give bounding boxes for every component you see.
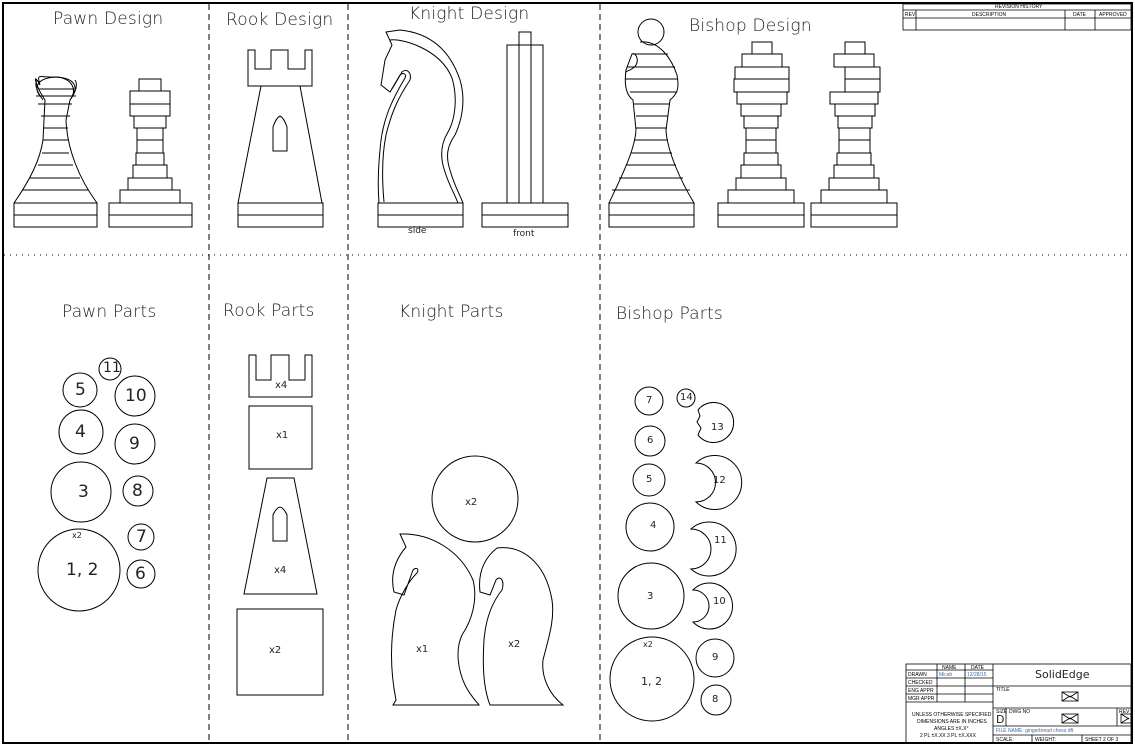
- tb-drawn-date: 12/28/15: [967, 672, 987, 678]
- qty-label: x1: [276, 430, 289, 441]
- tb-company: SolidEdge: [1035, 668, 1090, 681]
- pawn-design-title: Pawn Design: [53, 9, 164, 29]
- part-label: 8: [132, 481, 143, 501]
- rook-parts-title: Rook Parts: [223, 301, 315, 321]
- col-description: DESCRIPTION: [972, 12, 1007, 18]
- title-block: [905, 663, 1132, 744]
- knight-design-title: Knight Design: [409, 4, 530, 24]
- bishop-design-stack-1: [717, 41, 805, 228]
- part-label: 11: [714, 535, 727, 546]
- bishop-parts-title: Bishop Parts: [616, 304, 723, 324]
- part-label: 9: [129, 434, 140, 454]
- tb-dwg-no-label: DWG NO: [1009, 709, 1031, 715]
- qty-label: x1: [416, 644, 429, 655]
- col-rev: REV: [905, 12, 916, 18]
- part-label: 7: [136, 527, 147, 547]
- pawn-parts-title: Pawn Parts: [62, 302, 157, 322]
- tb-sheet: SHEET 2 OF 3: [1085, 737, 1119, 743]
- bishop-parts-circles: [609, 386, 743, 722]
- tb-eng-appr-label: ENG APPR: [908, 688, 934, 694]
- tb-tolerance-line-4: 2 PL ±X.XX 3 PL ±X.XXX: [920, 733, 976, 739]
- qty-label: x2: [269, 645, 282, 656]
- col-approved: APPROVED: [1099, 12, 1127, 18]
- pawn-parts-circles: [37, 357, 156, 612]
- part-label: 1, 2: [66, 560, 99, 580]
- part-label: 14: [680, 392, 693, 403]
- tb-checked-label: CHECKED: [908, 680, 933, 686]
- part-label: 5: [646, 474, 653, 485]
- revision-history-table: [902, 3, 1132, 31]
- col-date: DATE: [1073, 12, 1086, 18]
- knight-parts-title: Knight Parts: [399, 302, 504, 322]
- knight-parts: [391, 455, 565, 706]
- bishop-design-profile: [608, 18, 695, 228]
- qty-label: x4: [274, 565, 287, 576]
- tb-weight-label: WEIGHT:: [1035, 737, 1056, 743]
- qty-label: x2: [508, 639, 521, 650]
- tb-tolerance-line-1: UNLESS OTHERWISE SPECIFIED: [912, 712, 992, 718]
- part-label: 11: [103, 360, 121, 376]
- part-label: 13: [711, 422, 724, 433]
- part-label: 1, 2: [641, 675, 662, 688]
- knight-design-side: [377, 29, 464, 228]
- part-label: 3: [78, 482, 89, 502]
- tb-name-header: NAME: [942, 665, 957, 671]
- tb-title-label: TITLE: [996, 687, 1010, 693]
- tb-date-header: DATE: [971, 665, 984, 671]
- qty-label: x2: [465, 497, 478, 508]
- bishop-design-stack-2: [810, 41, 898, 228]
- tb-tolerance-line-3: ANGLES ±X.X°: [934, 726, 969, 732]
- tb-drawn-name: Micah: [939, 672, 953, 678]
- part-label: 8: [712, 694, 719, 705]
- rook-parts: [236, 354, 324, 696]
- rook-design-title: Rook Design: [226, 10, 334, 30]
- qty-label: x2: [72, 531, 82, 540]
- tb-rev-label: REV: [1119, 709, 1130, 715]
- qty-label: x4: [275, 380, 288, 391]
- pawn-design-profile: [13, 76, 98, 228]
- part-label: 12: [713, 475, 726, 486]
- knight-side-label: side: [408, 226, 427, 236]
- part-label: 7: [646, 395, 653, 406]
- part-label: 6: [135, 564, 146, 584]
- part-label: 10: [125, 386, 147, 406]
- tb-size-value: D: [996, 713, 1005, 726]
- tb-file-name: FILE NAME: gingerbread chess.dft: [996, 728, 1074, 734]
- bishop-design-title: Bishop Design: [689, 16, 812, 36]
- rook-design: [237, 49, 324, 228]
- tb-scale-label: SCALE:: [996, 737, 1014, 743]
- revision-history-title: REVISION HISTORY: [995, 4, 1043, 10]
- tb-drawn-label: DRAWN: [908, 672, 927, 678]
- part-label: 4: [75, 422, 86, 442]
- tb-size-label: SIZE: [996, 709, 1008, 715]
- part-label: 4: [650, 520, 657, 531]
- tb-mgr-appr-label: MGR APPR: [908, 696, 935, 702]
- pawn-design-stack: [108, 78, 193, 228]
- qty-label: x2: [643, 640, 653, 649]
- part-label: 5: [75, 380, 86, 400]
- part-label: 6: [647, 435, 654, 446]
- tb-tolerance-line-2: DIMENSIONS ARE IN INCHES: [917, 719, 987, 725]
- part-label: 3: [647, 591, 654, 602]
- part-label: 9: [712, 652, 719, 663]
- part-label: 10: [713, 596, 726, 607]
- knight-design-front: [481, 31, 569, 228]
- knight-front-label: front: [513, 229, 535, 239]
